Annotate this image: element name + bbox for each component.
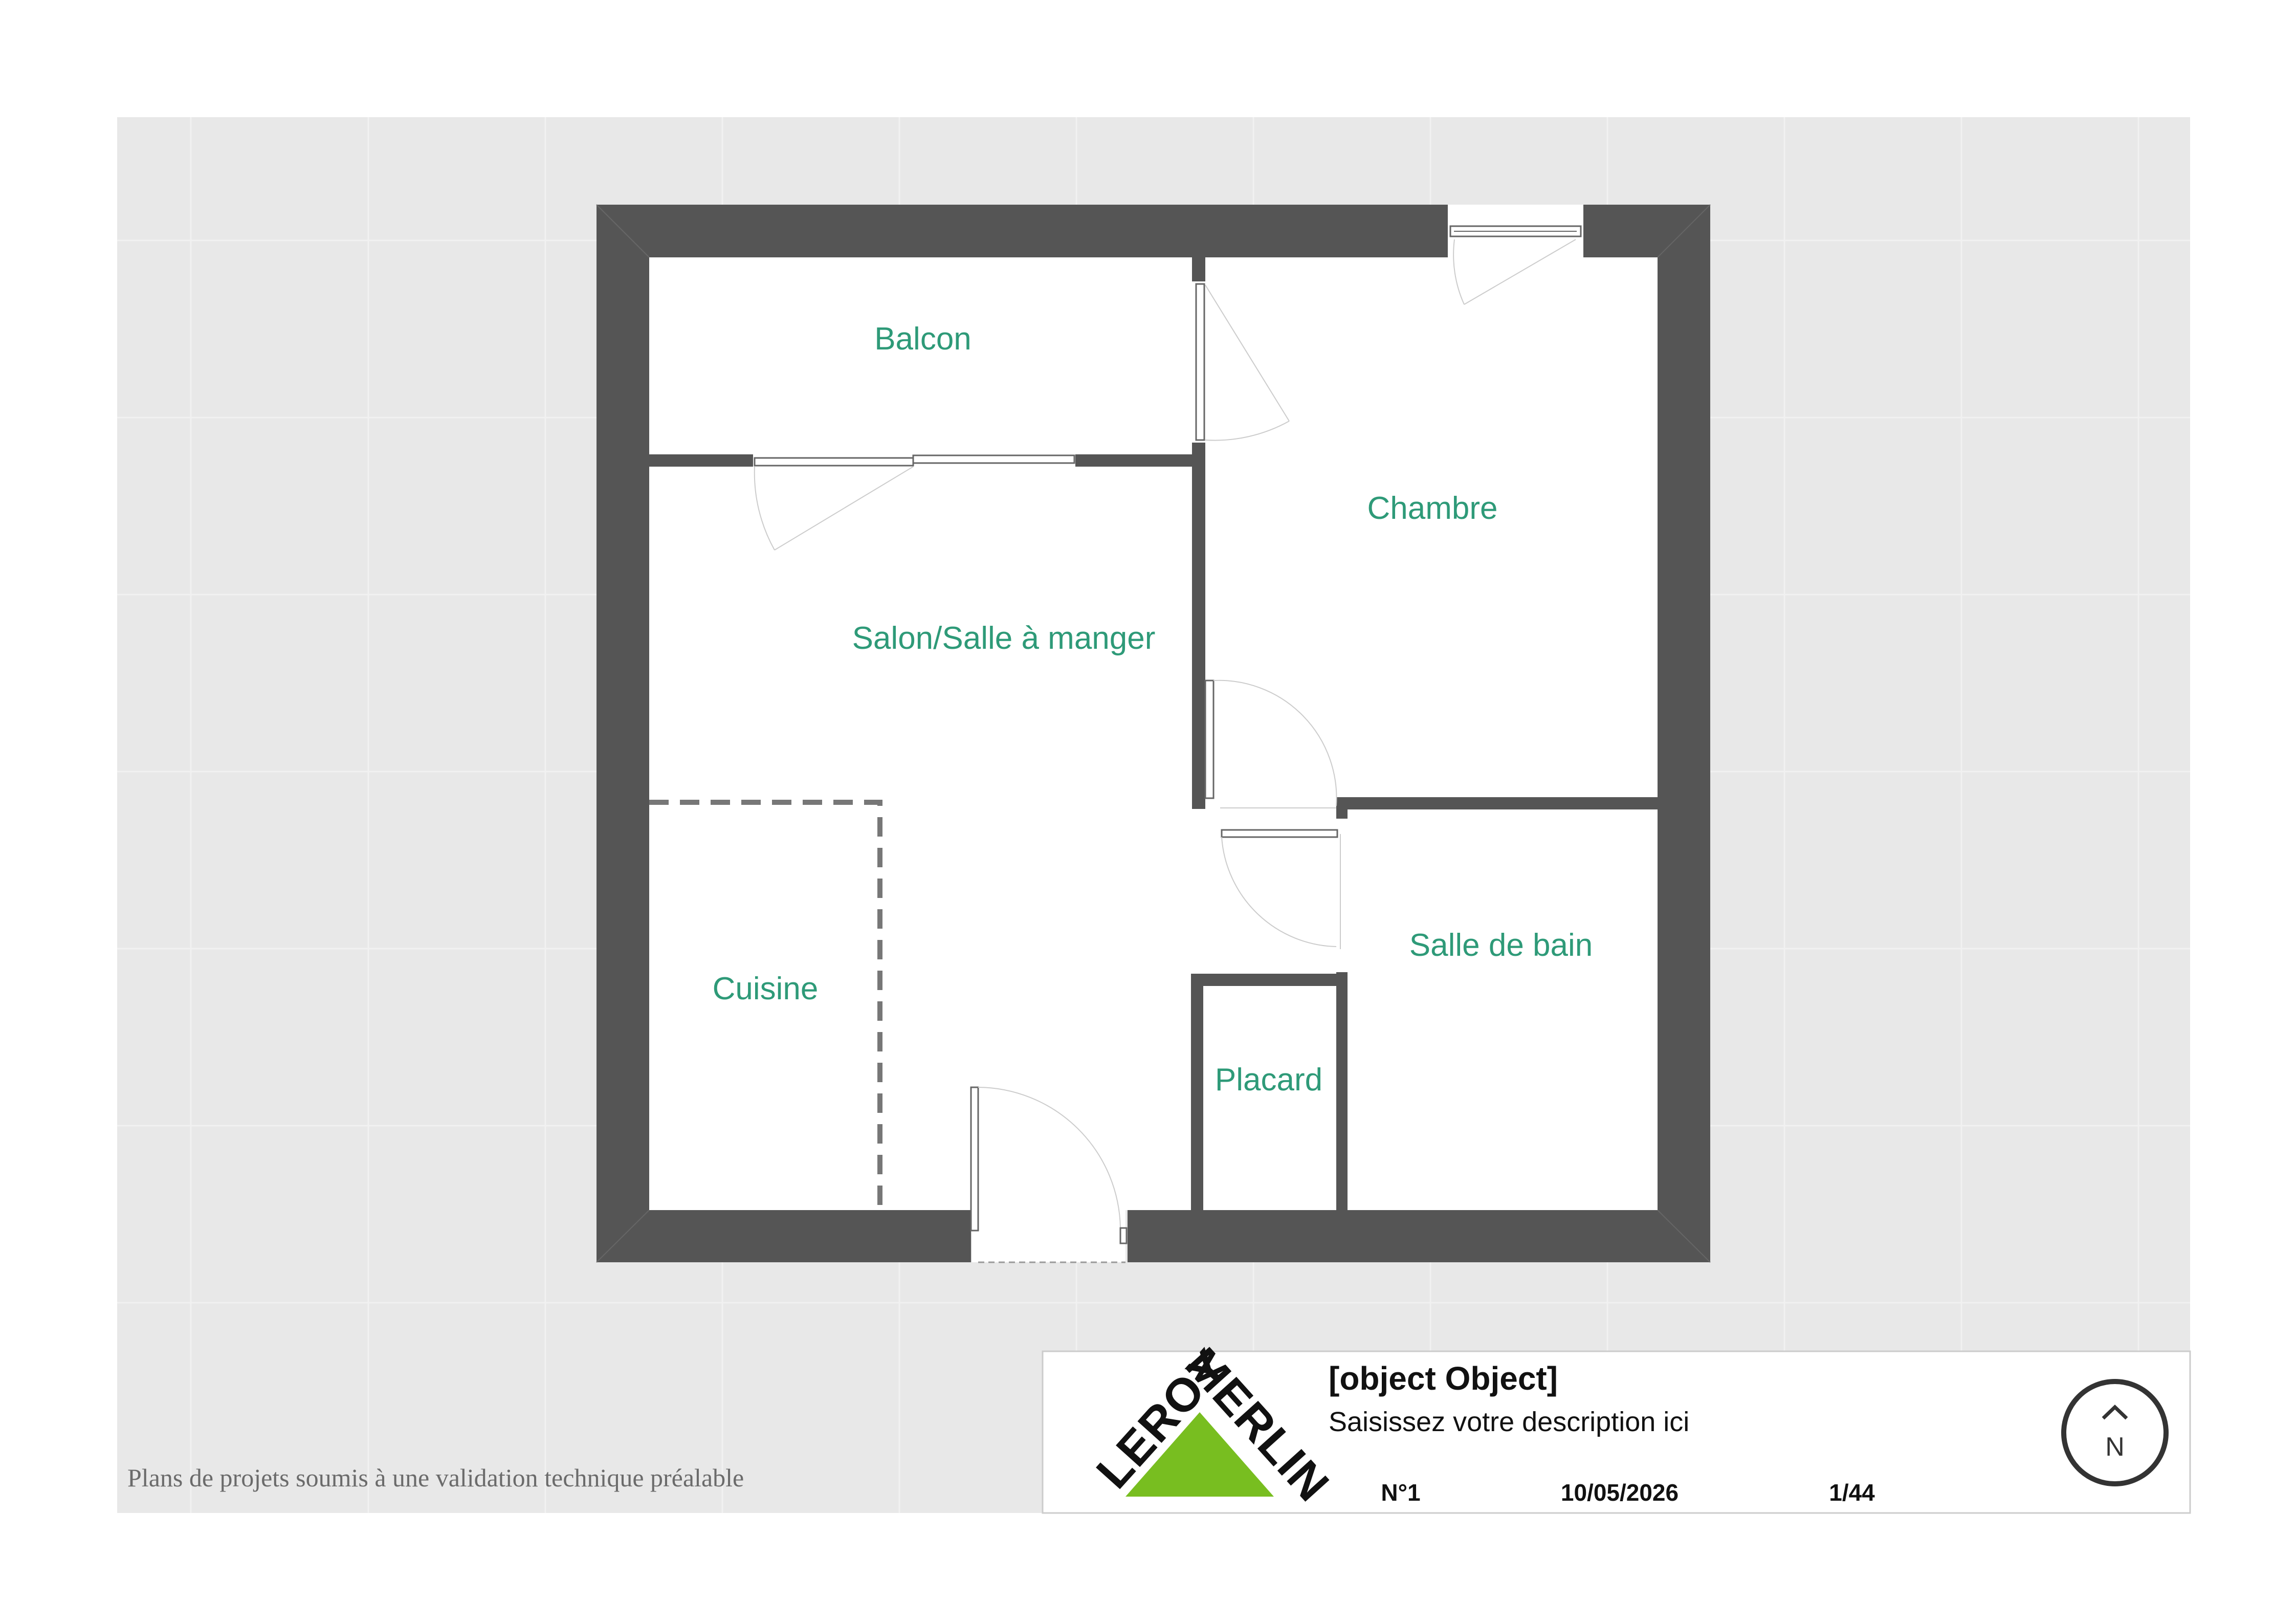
- room-label-salle-de-bain: Salle de bain: [1409, 928, 1593, 963]
- walls: [596, 204, 1711, 1263]
- wall-corner-line: [596, 1210, 650, 1263]
- north-indicator: N: [2061, 1379, 2169, 1486]
- wall-corner-line: [596, 204, 650, 258]
- wall-corner-line: [1657, 204, 1711, 258]
- balcon-chambre-door: [1192, 281, 1290, 443]
- logo-triangle: [1125, 1412, 1274, 1497]
- north-letter: N: [2105, 1432, 2125, 1462]
- room-label-cuisine: Cuisine: [713, 971, 819, 1006]
- north-arrow-icon: [2102, 1405, 2128, 1420]
- entrance-door: [970, 1086, 1128, 1263]
- chambre-window: [1448, 205, 1583, 305]
- salon-chambre-door: [1204, 679, 1337, 808]
- plan-date: 10/05/2026: [1561, 1479, 1679, 1506]
- wall-placard-west: [1191, 974, 1203, 1210]
- room-label-salon: Salon/Salle à manger: [852, 621, 1156, 656]
- disclaimer-text: Plans de projets soumis à une validation…: [127, 1463, 744, 1492]
- page-count: 1/44: [1829, 1479, 1875, 1506]
- wall-chambre-sdb: [1340, 797, 1658, 809]
- project-title: [object Object]: [1329, 1360, 1558, 1397]
- wall-corner-line: [1657, 1210, 1711, 1263]
- north-circle: [2061, 1379, 2169, 1486]
- room-label-balcon: Balcon: [874, 321, 972, 357]
- balcon-salon-slider: [753, 454, 1075, 551]
- room-label-placard: Placard: [1215, 1062, 1322, 1098]
- title-block: LEROY MERLIN [object Object] Saisissez v…: [1042, 1338, 2191, 1514]
- salon-sdb-door: [1221, 819, 1348, 972]
- interior-floor: [649, 257, 1658, 1210]
- project-description: Saisissez votre description ici: [1329, 1407, 1689, 1437]
- plan-number: N°1: [1381, 1479, 1420, 1506]
- wall-placard-top: [1191, 974, 1348, 986]
- kitchen-boundary: [649, 800, 882, 1210]
- room-label-chambre: Chambre: [1367, 491, 1498, 526]
